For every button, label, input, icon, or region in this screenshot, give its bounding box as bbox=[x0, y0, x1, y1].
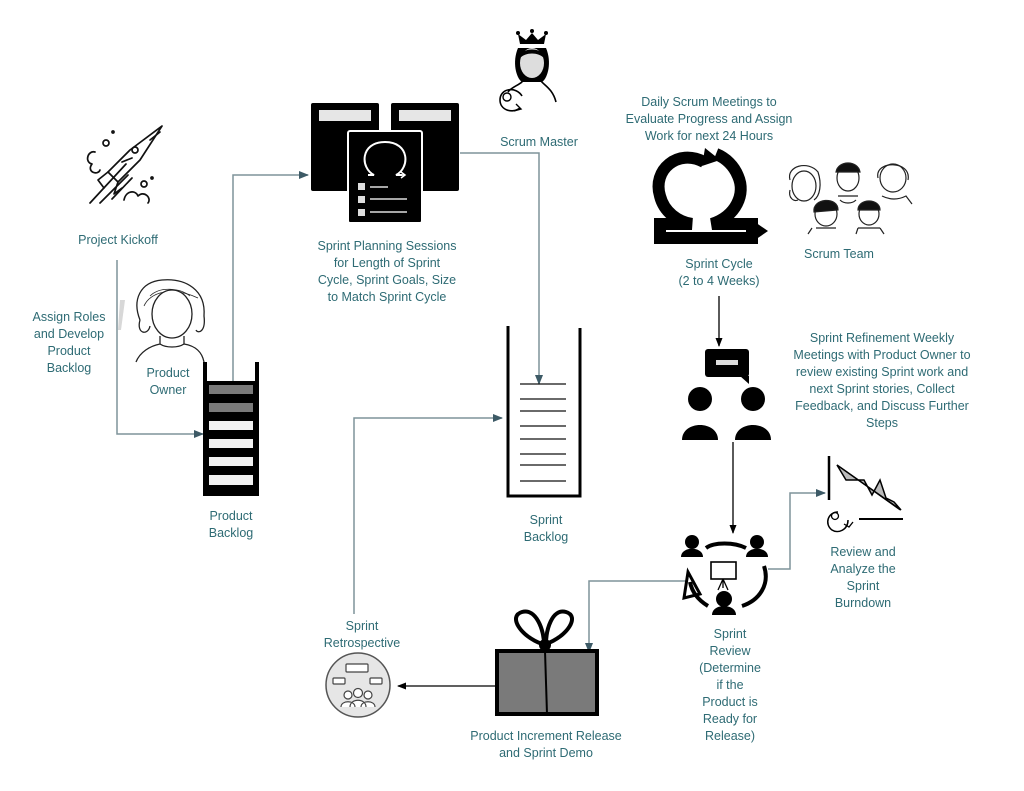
rocket-icon bbox=[86, 125, 163, 204]
burndown-chart-icon bbox=[827, 456, 903, 533]
team-people-icon bbox=[789, 162, 913, 235]
sprint-backlog-label: Sprint Backlog bbox=[523, 513, 569, 544]
edge-sprint-review-to-burndown bbox=[768, 489, 826, 570]
sprint-planning-documents-icon bbox=[311, 103, 459, 224]
sprint-planning-label: Sprint Planning Sessions for Length of S… bbox=[317, 239, 457, 304]
burndown-label: Review and Analyze the Sprint Burndown bbox=[830, 545, 896, 610]
edge-sprint-planning-to-sprint-backlog bbox=[460, 152, 543, 385]
scrum-team-label: Scrum Team bbox=[804, 247, 874, 261]
edge-sprint-review-to-product-increment bbox=[585, 580, 686, 653]
gift-box-icon bbox=[495, 609, 599, 716]
assign-roles-label: Assign Roles and Develop Product Backlog bbox=[32, 310, 106, 375]
backlog-stack-icon bbox=[203, 362, 259, 496]
edge-product-backlog-to-sprint-planning bbox=[232, 171, 309, 383]
sprint-cycle-label: Sprint Cycle (2 to 4 Weeks) bbox=[678, 257, 760, 288]
meeting-chat-icon bbox=[682, 349, 771, 440]
cycle-arrow-icon bbox=[652, 148, 768, 244]
product-owner-label: Product Owner bbox=[146, 366, 190, 397]
daily-scrum-label: Daily Scrum Meetings to Evaluate Progres… bbox=[625, 95, 793, 143]
sprint-backlog-list-icon bbox=[506, 326, 582, 498]
edge-retrospective-to-sprint-backlog bbox=[353, 414, 503, 614]
light-gray-chevron bbox=[118, 300, 125, 330]
product-owner-person-icon bbox=[135, 279, 205, 363]
product-backlog-label: Product Backlog bbox=[208, 509, 254, 540]
sprint-review-label: Sprint Review (Determine if the Product … bbox=[699, 627, 761, 743]
sprint-refinement-label: Sprint Refinement Weekly Meetings with P… bbox=[793, 331, 971, 430]
product-increment-label: Product Increment Release and Sprint Dem… bbox=[470, 729, 622, 760]
edge-kickoff-to-product-backlog bbox=[116, 260, 204, 438]
project-kickoff-label: Project Kickoff bbox=[78, 233, 158, 247]
scrum-master-label: Scrum Master bbox=[500, 135, 578, 149]
review-presentation-icon bbox=[681, 535, 768, 615]
sprint-retrospective-label: Sprint Retrospective bbox=[323, 619, 401, 650]
retrospective-discussion-icon bbox=[325, 652, 391, 718]
scrum-master-crown-icon bbox=[499, 29, 557, 112]
